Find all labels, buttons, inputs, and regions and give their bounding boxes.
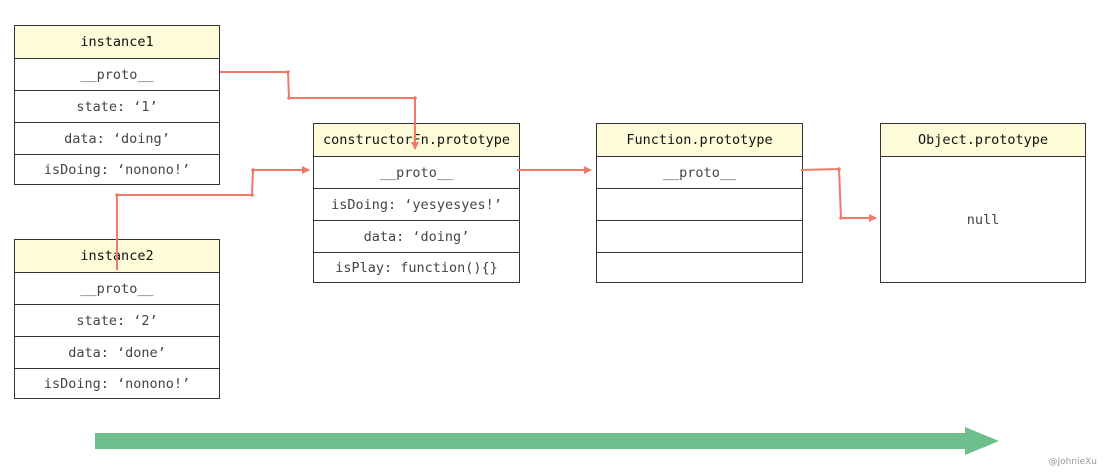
instance1-proto-row: __proto__ bbox=[15, 58, 219, 90]
constructor-prototype-title: constructorFn.prototype bbox=[314, 124, 519, 156]
instance2-isdoing-row: isDoing: ‘nonono!’ bbox=[15, 368, 219, 398]
instance1-proto-link bbox=[220, 71, 419, 150]
constructor-isplay-row: isPlay: function(){} bbox=[314, 252, 519, 282]
constructor-data-row: data: ‘doing’ bbox=[314, 220, 519, 252]
instance2-proto-row: __proto__ bbox=[15, 272, 219, 304]
flow-arrow bbox=[95, 427, 999, 455]
constructor-isdoing-row: isDoing: ‘yesyesyes!’ bbox=[314, 188, 519, 220]
function-to-object-link bbox=[800, 167, 877, 222]
function-proto-row: __proto__ bbox=[597, 156, 802, 188]
instance1-isdoing-row: isDoing: ‘nonono!’ bbox=[15, 154, 219, 184]
instance1-box: instance1 __proto__ state: ‘1’ data: ‘do… bbox=[14, 25, 220, 185]
instance2-data-row: data: ‘done’ bbox=[15, 336, 219, 368]
instance2-proto-link bbox=[116, 166, 310, 270]
object-prototype-box: Object.prototype null bbox=[880, 123, 1086, 283]
function-prototype-box: Function.prototype __proto__ bbox=[596, 123, 803, 283]
object-prototype-title: Object.prototype bbox=[881, 124, 1085, 156]
instance1-title: instance1 bbox=[15, 26, 219, 58]
instance1-state-row: state: ‘1’ bbox=[15, 90, 219, 122]
watermark-text: @JohnieXu bbox=[1048, 457, 1097, 467]
instance2-state-row: state: ‘2’ bbox=[15, 304, 219, 336]
function-empty-row-2 bbox=[597, 220, 802, 252]
function-prototype-title: Function.prototype bbox=[597, 124, 802, 156]
function-empty-row-3 bbox=[597, 252, 802, 282]
constructor-prototype-box: constructorFn.prototype __proto__ isDoin… bbox=[313, 123, 520, 283]
constructor-proto-row: __proto__ bbox=[314, 156, 519, 188]
object-prototype-null: null bbox=[881, 156, 1085, 282]
function-empty-row-1 bbox=[597, 188, 802, 220]
instance1-data-row: data: ‘doing’ bbox=[15, 122, 219, 154]
